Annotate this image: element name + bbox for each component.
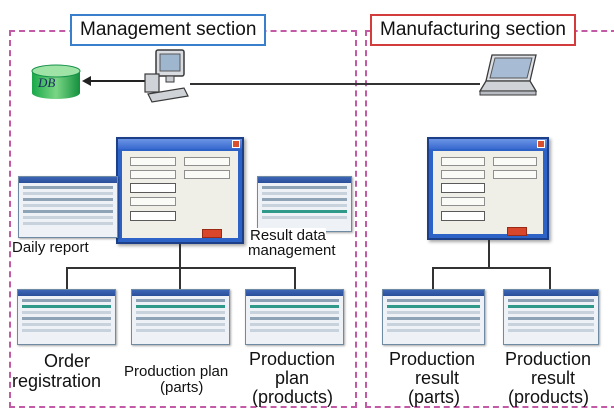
- menu-button[interactable]: [184, 170, 230, 179]
- menu-button[interactable]: [130, 183, 176, 193]
- menu-window-body: [433, 151, 543, 236]
- daily-report-thumbnail[interactable]: [18, 176, 118, 238]
- production-plan-parts-thumbnail[interactable]: [131, 289, 230, 345]
- menu-button[interactable]: [493, 170, 537, 179]
- plan-products-label-line2: plan: [275, 368, 310, 388]
- tree-line: [294, 267, 296, 289]
- menu-button[interactable]: [441, 183, 485, 193]
- result-parts-label-line1: Production: [389, 349, 476, 369]
- daily-report-label: Daily report: [12, 239, 89, 256]
- tree-line: [179, 244, 181, 268]
- menu-button[interactable]: [441, 157, 485, 166]
- result-products-label-line2: result: [531, 368, 576, 388]
- plan-products-label-line1: Production: [249, 349, 336, 369]
- plan-parts-label-line1: Production plan: [124, 363, 229, 380]
- result-parts-label-line3: (parts): [408, 387, 461, 407]
- management-section-title: Management section: [70, 14, 267, 46]
- tree-line: [66, 267, 68, 289]
- result-data-management-thumbnail[interactable]: [257, 176, 352, 232]
- menu-window-titlebar: [118, 139, 242, 149]
- production-result-parts-thumbnail[interactable]: [382, 289, 485, 345]
- manufacturing-menu-window[interactable]: [427, 137, 549, 240]
- menu-button[interactable]: [441, 170, 485, 179]
- menu-button[interactable]: [130, 197, 176, 206]
- tree-line: [179, 267, 181, 289]
- menu-button[interactable]: [184, 157, 230, 166]
- menu-window-body: [122, 151, 238, 238]
- tree-line: [432, 267, 550, 269]
- laptop-icon: [478, 54, 538, 96]
- result-parts-label-line2: result: [415, 368, 460, 388]
- menu-button[interactable]: [441, 197, 485, 206]
- database-icon: DB: [30, 63, 82, 101]
- result-data-label-line2: management: [248, 242, 336, 259]
- close-icon[interactable]: [537, 140, 545, 148]
- menu-window-titlebar: [429, 139, 547, 149]
- db-label: DB: [38, 75, 56, 90]
- menu-button[interactable]: [130, 211, 176, 221]
- network-line: [190, 83, 480, 85]
- result-products-label-line3: (products): [508, 387, 590, 407]
- production-result-products-thumbnail[interactable]: [503, 289, 599, 345]
- order-registration-thumbnail[interactable]: [17, 289, 116, 345]
- plan-products-label-line3: (products): [252, 387, 334, 407]
- menu-button[interactable]: [130, 170, 176, 179]
- exit-button[interactable]: [507, 227, 527, 236]
- close-icon[interactable]: [232, 140, 240, 148]
- result-products-label-line1: Production: [505, 349, 592, 369]
- order-label-line1: Order: [44, 351, 91, 371]
- menu-button[interactable]: [493, 157, 537, 166]
- desktop-computer-icon: [144, 49, 189, 103]
- menu-button[interactable]: [130, 157, 176, 166]
- order-label-line2: registration: [12, 371, 102, 391]
- tree-line: [488, 240, 490, 268]
- production-plan-products-thumbnail[interactable]: [245, 289, 344, 345]
- management-menu-window[interactable]: [116, 137, 244, 244]
- result-data-label-line1: Result data: [250, 227, 326, 244]
- exit-button[interactable]: [202, 229, 222, 238]
- plan-parts-label-line2: (parts): [160, 379, 204, 396]
- menu-button[interactable]: [441, 211, 485, 221]
- manufacturing-section-title: Manufacturing section: [370, 14, 576, 46]
- tree-line: [549, 267, 551, 289]
- tree-line: [432, 267, 434, 289]
